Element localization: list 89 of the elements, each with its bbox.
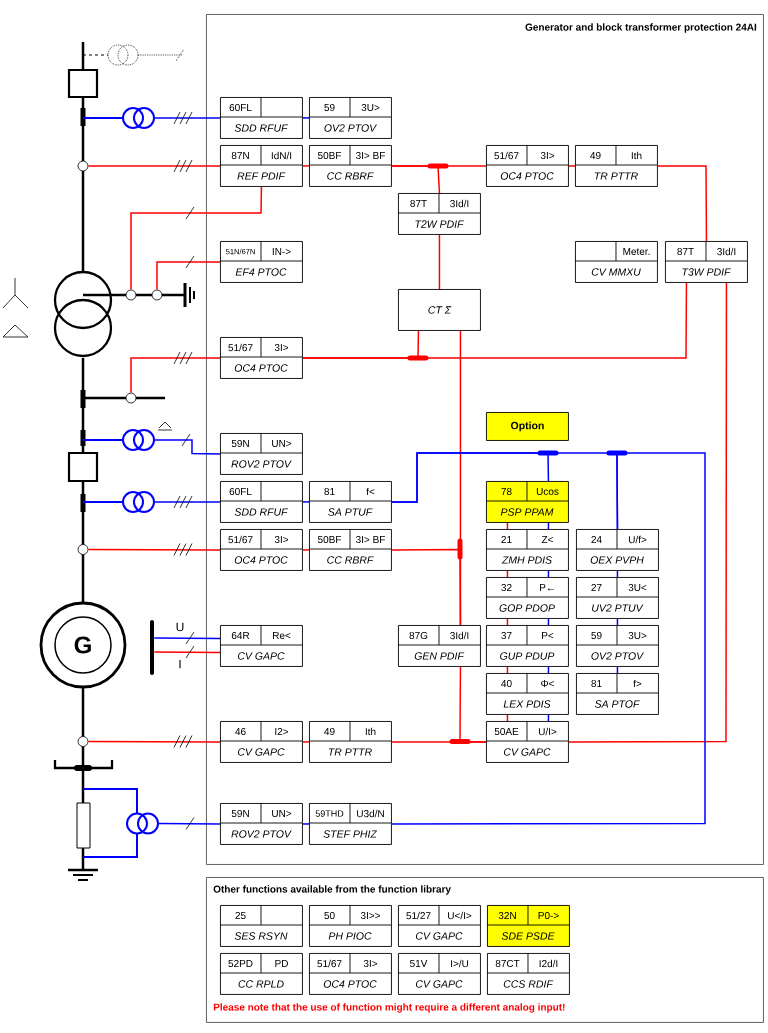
wire xyxy=(87,740,221,743)
wire xyxy=(657,165,708,242)
wire xyxy=(302,549,310,551)
function-block: 78 Ucos PSP PPAM xyxy=(485,480,569,523)
function-block: 27 3U< UV2 PTUV xyxy=(575,576,659,619)
wire xyxy=(391,452,706,825)
wire xyxy=(130,357,221,394)
function-block: 32N P0-> SDE PSDE xyxy=(486,904,570,947)
wire xyxy=(506,618,509,626)
wire xyxy=(302,117,310,119)
wire xyxy=(158,822,221,825)
wire xyxy=(154,501,221,503)
function-block: Meter. CV MMXU xyxy=(574,240,658,283)
summation-box: CT Σ xyxy=(398,289,481,331)
current-transformer-symbol xyxy=(122,429,155,451)
wire xyxy=(547,522,550,530)
function-block: 87CT I2d/I CCS RDIF xyxy=(486,952,570,995)
function-block: 21 Z< ZMH PDIS xyxy=(485,528,569,571)
function-block: 51/67 3I> OC4 PTOC xyxy=(219,336,303,379)
function-block: 50BF 3I> BF CC RBRF xyxy=(308,528,392,571)
terminal-bar xyxy=(150,620,154,675)
wire xyxy=(459,666,487,743)
function-block: 51/67 3I> OC4 PTOC xyxy=(485,144,569,187)
function-block: 64R Re< CV GAPC xyxy=(219,624,303,667)
wire xyxy=(616,570,619,578)
function-block: 59N UN> ROV2 PTOV xyxy=(219,432,303,475)
function-block: 49 Ith TR PTTR xyxy=(308,720,392,763)
wire xyxy=(506,714,509,722)
function-block: 87N IdN/I REF PDIF xyxy=(219,144,303,187)
function-block: 87T 3Id/I T2W PDIF xyxy=(397,192,481,235)
function-block: 87T 3Id/I T3W PDIF xyxy=(664,240,748,283)
wire xyxy=(547,618,550,626)
edge-label: U xyxy=(175,622,185,632)
function-block: 46 I2> CV GAPC xyxy=(219,720,303,763)
wire xyxy=(302,823,310,825)
function-block: 59THD U3d/N STEF PHIZ xyxy=(308,802,392,845)
current-transformer-symbol xyxy=(122,107,155,129)
function-block: 59N UN> ROV2 PTOV xyxy=(219,802,303,845)
wire xyxy=(568,282,728,743)
function-block: 25 SES RSYN xyxy=(219,904,303,947)
function-block: 81 f< SA PTUF xyxy=(308,480,392,523)
wire xyxy=(302,165,310,167)
wire xyxy=(302,282,688,359)
function-block: 51/27 U</I> CV GAPC xyxy=(397,904,481,947)
function-block: 32 P← GOP PDOP xyxy=(485,576,569,619)
wire xyxy=(506,522,509,530)
function-block: 51V I>/U CV GAPC xyxy=(397,952,481,995)
wire xyxy=(302,741,310,743)
wire xyxy=(391,548,462,626)
wire xyxy=(568,165,576,167)
function-block: 51/67 3I> OC4 PTOC xyxy=(219,528,303,571)
generator-label: G xyxy=(74,636,91,654)
edge-label: I xyxy=(177,659,183,669)
wire xyxy=(302,501,310,503)
function-block: 81 f> SA PTOF xyxy=(575,672,659,715)
wire xyxy=(438,234,441,290)
function-block: 87G 3Id/I GEN PDIF xyxy=(397,624,481,667)
function-block: 40 Φ< LEX PDIS xyxy=(485,672,569,715)
wire xyxy=(616,666,619,674)
wire xyxy=(87,165,221,167)
function-block: 50AE U/I> CV GAPC xyxy=(485,720,569,763)
wire xyxy=(391,165,441,194)
wire xyxy=(547,570,550,578)
wire xyxy=(87,548,221,551)
function-block: 50BF 3I> BF CC RBRF xyxy=(308,144,392,187)
wire xyxy=(506,570,509,578)
function-block: 37 P< GUP PDUP xyxy=(485,624,569,667)
function-block: 49 Ith TR PTTR xyxy=(574,144,658,187)
function-block: 52PD PD CC RPLD xyxy=(219,952,303,995)
wire xyxy=(616,618,619,626)
wire xyxy=(130,186,263,291)
current-transformer-symbol xyxy=(126,812,159,835)
wire xyxy=(154,117,221,119)
function-block: 60FL SDD RFUF xyxy=(219,480,303,523)
function-block: 51/67 3I> OC4 PTOC xyxy=(308,952,392,995)
function-block: 50 3I>> PH PIOC xyxy=(308,904,392,947)
function-block: 59 3U> OV2 PTOV xyxy=(575,624,659,667)
wire xyxy=(547,714,550,722)
wire xyxy=(506,666,509,674)
option-box: Option xyxy=(486,412,569,441)
wire xyxy=(153,637,221,640)
function-block: 24 U/f> OEX PVPH xyxy=(575,528,659,571)
wire xyxy=(153,651,221,654)
wire xyxy=(154,439,221,455)
function-block: 60FL SDD RFUF xyxy=(219,96,303,139)
function-block: 59 3U> OV2 PTOV xyxy=(308,96,392,139)
wire xyxy=(156,261,221,291)
current-transformer-symbol xyxy=(122,491,155,513)
wire xyxy=(547,666,550,674)
